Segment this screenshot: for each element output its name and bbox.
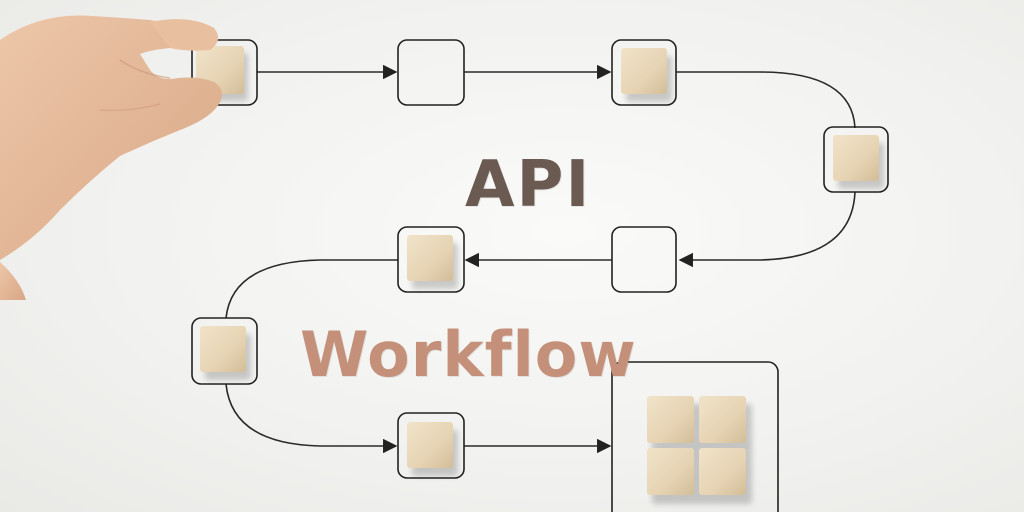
cluster-block-br bbox=[699, 448, 746, 495]
headline-api: API bbox=[465, 148, 592, 222]
step-frame-1 bbox=[191, 39, 258, 106]
block-6 bbox=[407, 235, 458, 289]
cluster-block-tr bbox=[699, 396, 746, 443]
step-frame-3 bbox=[611, 39, 677, 106]
block-8 bbox=[407, 422, 458, 476]
step-frame-4 bbox=[823, 126, 889, 193]
step-frame-5 bbox=[611, 226, 677, 293]
step-frame-6 bbox=[397, 226, 465, 293]
step-frame-7 bbox=[191, 317, 258, 385]
connector-6-7-curve bbox=[225, 259, 398, 319]
hand-icon bbox=[0, 15, 222, 300]
block-7 bbox=[200, 326, 251, 380]
connector-4-5-curve bbox=[678, 191, 856, 268]
headline-workflow: Workflow bbox=[300, 318, 637, 391]
step-frames bbox=[191, 39, 889, 512]
step-frame-2 bbox=[397, 39, 465, 106]
connector-lines bbox=[225, 64, 856, 454]
block-3 bbox=[621, 48, 672, 102]
step-frame-8 bbox=[397, 412, 465, 479]
step-frame-final bbox=[611, 361, 779, 512]
block-4 bbox=[833, 135, 884, 189]
cluster-block-tl bbox=[647, 396, 694, 443]
cluster-block-bl bbox=[647, 448, 694, 495]
connector-7-8-curve bbox=[225, 383, 398, 454]
block-cluster bbox=[647, 396, 752, 504]
wooden-blocks bbox=[196, 46, 884, 504]
connector-3-4-curve bbox=[676, 71, 856, 129]
